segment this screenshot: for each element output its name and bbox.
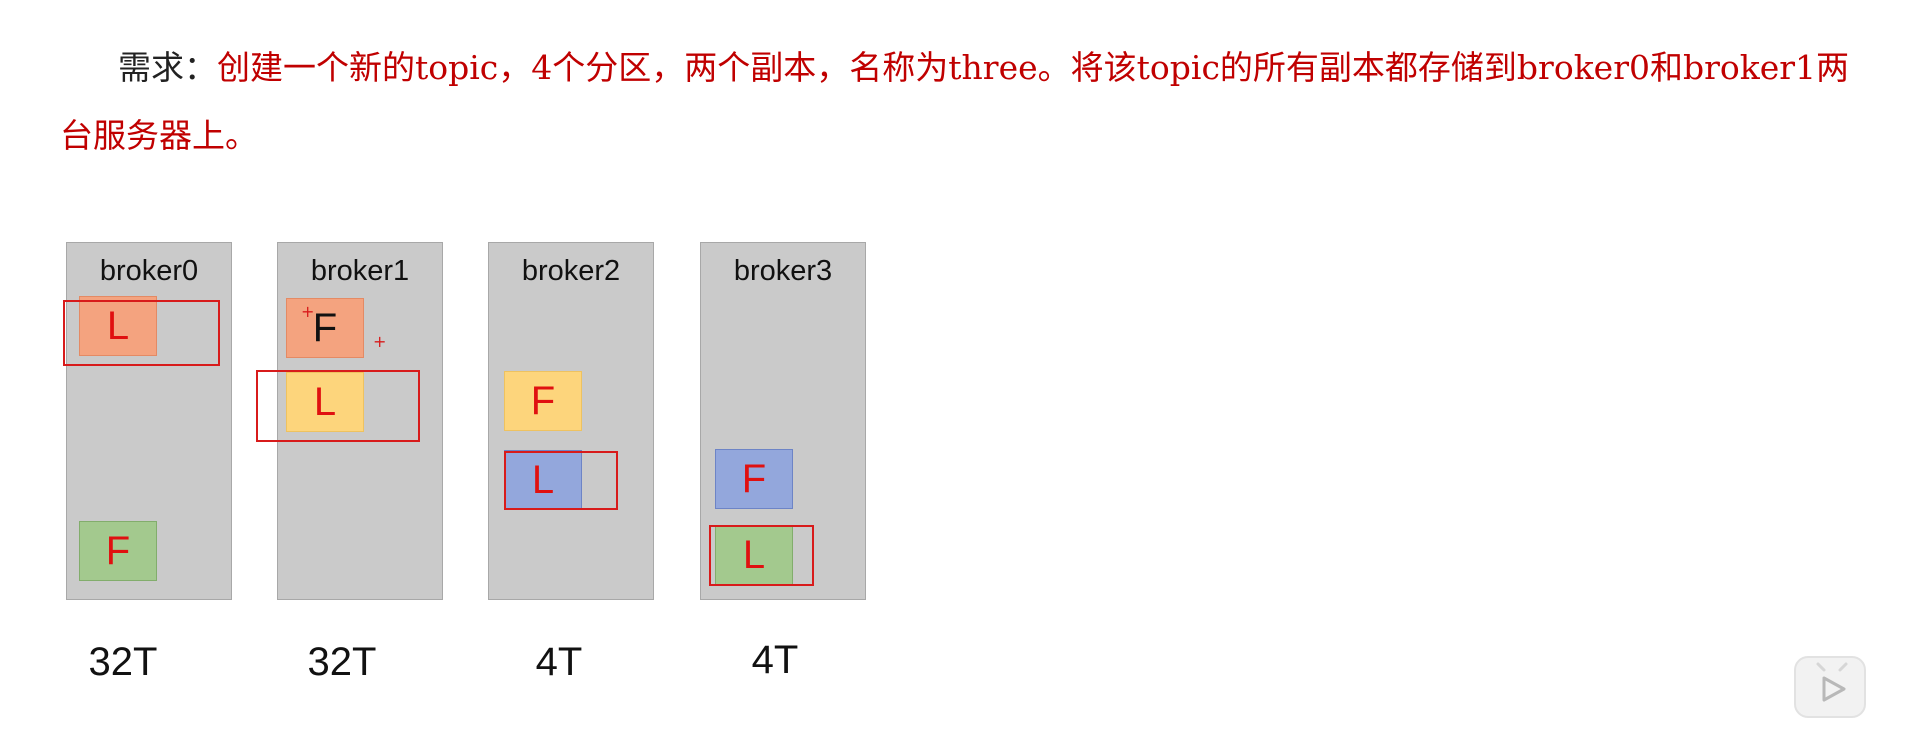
broker-name-0: broker0: [99, 255, 199, 287]
highlight-box-broker2-leader: [504, 451, 618, 510]
partition-2-0: F: [504, 371, 582, 431]
broker-box-3: broker3 F L: [700, 242, 866, 600]
broker-capacity-3: 4T: [751, 638, 799, 682]
broker-name-3: broker3: [733, 255, 833, 287]
broker-capacity-0: 32T: [88, 640, 158, 684]
play-icon: [1816, 662, 1848, 702]
broker-box-0: broker0 L F: [66, 242, 232, 600]
partition-0-1: F: [79, 521, 157, 581]
broker-box-2: broker2 F L: [488, 242, 654, 600]
plus-mark-icon: +: [301, 302, 315, 321]
highlight-box-broker3-leader: [709, 525, 814, 586]
broker-capacity-1: 32T: [307, 640, 377, 684]
plus-mark-icon: +: [373, 332, 387, 351]
partition-3-0: F: [715, 449, 793, 509]
requirement-text: 需求：创建一个新的topic，4个分区，两个副本，名称为three。将该topi…: [60, 34, 1860, 170]
requirement-lead: 需求：: [118, 48, 217, 87]
partition-1-0: F: [286, 298, 364, 358]
broker-name-1: broker1: [310, 255, 410, 287]
broker-capacity-2: 4T: [535, 640, 583, 684]
requirement-body: 创建一个新的topic，4个分区，两个副本，名称为three。将该topic的所…: [60, 48, 1850, 155]
highlight-box-broker1-leader: [256, 370, 420, 442]
play-button[interactable]: [1794, 656, 1866, 718]
partition-0-0: L: [79, 296, 157, 356]
partition-1-1: L: [286, 372, 364, 432]
highlight-box-broker0-leader: [63, 300, 220, 366]
broker-name-2: broker2: [521, 255, 621, 287]
broker-box-1: broker1 F L: [277, 242, 443, 600]
